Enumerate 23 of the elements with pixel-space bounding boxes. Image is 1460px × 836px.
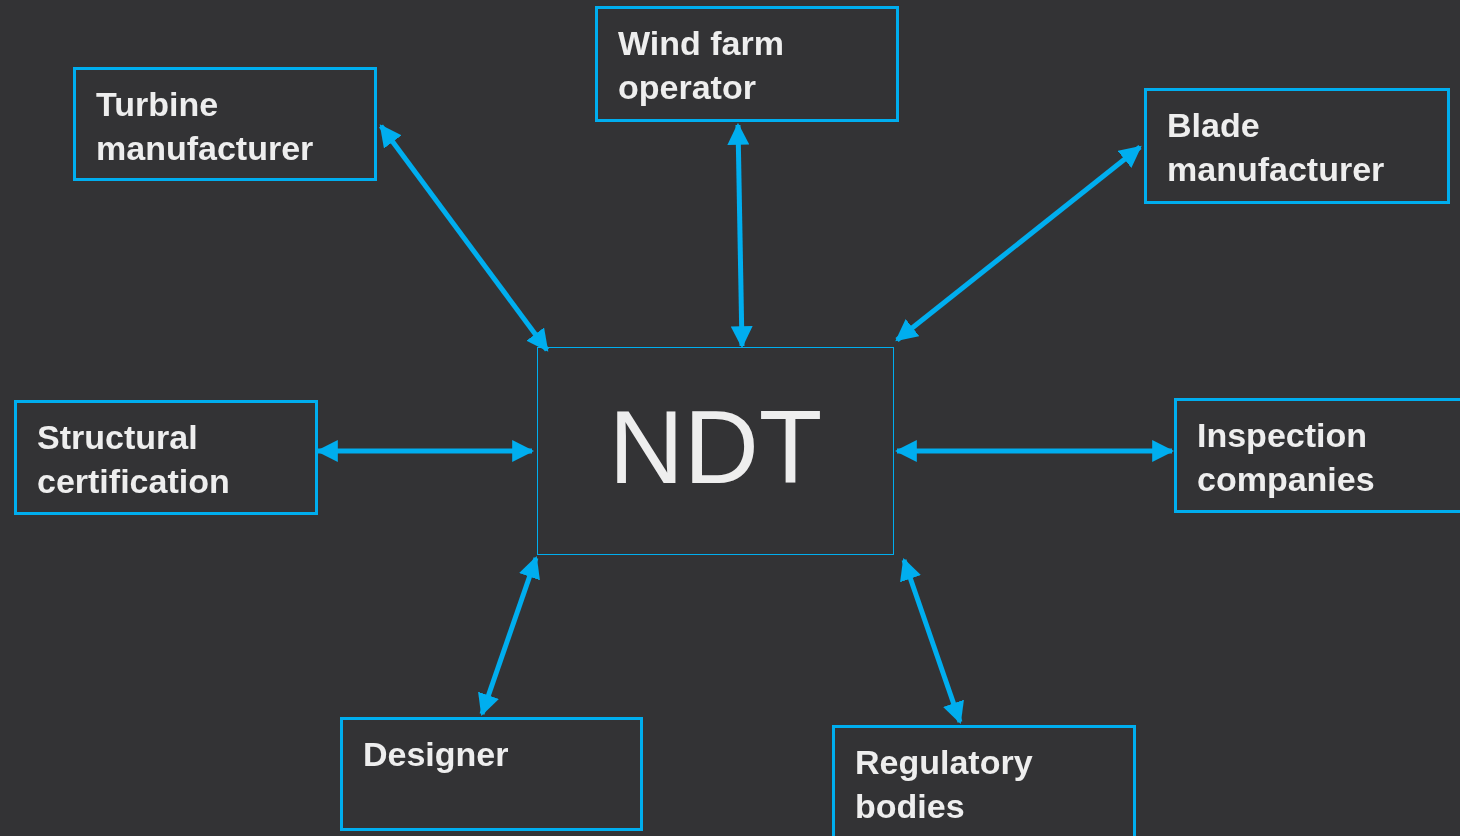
stakeholder-box [14, 400, 318, 515]
double-arrow [315, 440, 535, 462]
stakeholder-box [832, 725, 1136, 836]
double-arrow [478, 555, 540, 717]
box-label: Inspection companies [1197, 415, 1376, 501]
stakeholder-box [73, 67, 377, 181]
center-box [537, 347, 894, 555]
double-arrow [900, 557, 964, 725]
double-arrow [379, 124, 549, 352]
box-label: Turbine manufacturer [96, 84, 315, 170]
double-arrow [894, 440, 1175, 462]
center-label: NDT [608, 395, 823, 499]
stakeholder-box [1144, 88, 1450, 204]
stakeholder-box [340, 717, 643, 831]
stakeholder-box [1174, 398, 1460, 513]
double-arrow [895, 145, 1142, 342]
box-label: Wind farm operator [618, 23, 785, 109]
box-label: Regulatory bodies [855, 742, 1034, 828]
stakeholder-box [595, 6, 899, 122]
box-label: Designer [363, 734, 509, 775]
double-arrow [727, 122, 753, 349]
box-label: Blade manufacturer [1167, 105, 1386, 191]
box-label: Structural certification [37, 417, 231, 503]
